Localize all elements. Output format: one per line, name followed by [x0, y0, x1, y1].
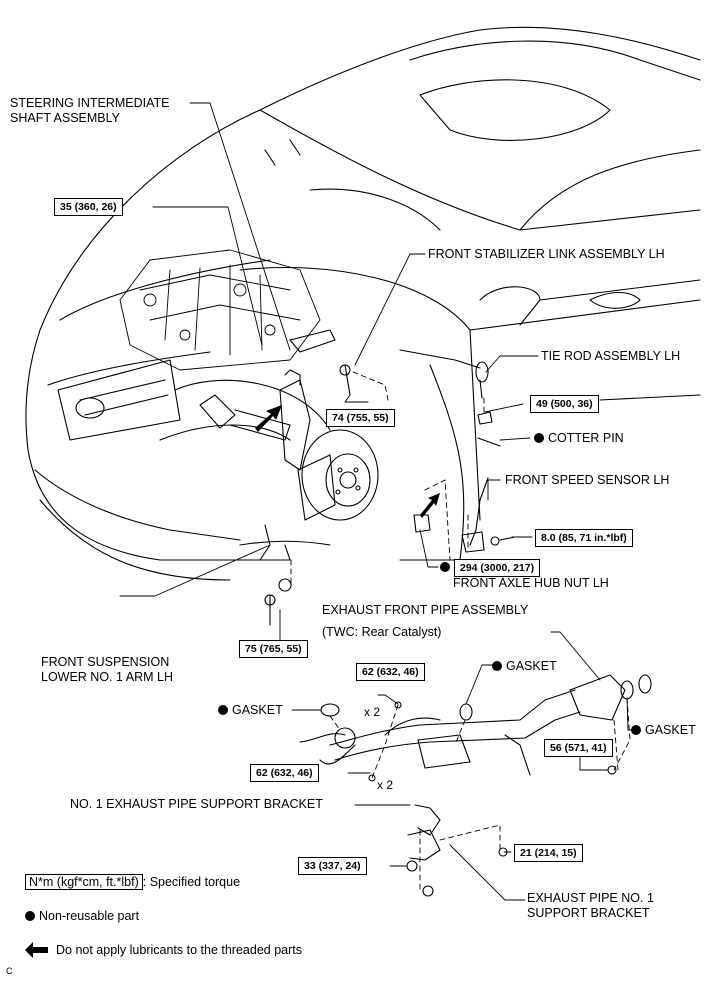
lower-arm-bracket: [259, 524, 292, 626]
legend-torque-desc: : Specified torque: [142, 875, 241, 889]
label-support-bracket-2-line1: EXHAUST PIPE NO. 1: [527, 891, 654, 905]
label-gasket-right: GASKET: [631, 723, 696, 738]
axle-hub-nut-dot: [440, 560, 454, 575]
label-stabilizer-link: FRONT STABILIZER LINK ASSEMBLY LH: [428, 247, 665, 261]
label-gasket-top-text: GASKET: [506, 659, 557, 673]
torque-294: 294 (3000, 217): [454, 559, 541, 577]
non-reusable-dot-icon: [440, 562, 450, 572]
label-gasket-left: GASKET: [218, 703, 283, 718]
label-lower-arm: FRONT SUSPENSION LOWER NO. 1 ARM LH: [41, 655, 173, 685]
label-gasket-left-text: GASKET: [232, 703, 283, 717]
label-support-bracket-2: EXHAUST PIPE NO. 1 SUPPORT BRACKET: [527, 891, 654, 921]
non-reusable-dot-icon: [631, 725, 641, 735]
non-reusable-dot-icon: [218, 705, 228, 715]
label-cotter-pin-text: COTTER PIN: [548, 431, 624, 445]
exhaust-pipe-assembly: [299, 674, 652, 782]
legend-no-lubricant: Do not apply lubricants to the threaded …: [56, 943, 302, 957]
axle-and-brake: [199, 329, 379, 521]
links-and-rods: [339, 349, 501, 447]
label-steering-shaft: STEERING INTERMEDIATE SHAFT ASSEMBLY: [10, 96, 170, 126]
label-twc: (TWC: Rear Catalyst): [322, 625, 442, 639]
label-gasket-top: GASKET: [492, 659, 557, 674]
non-reusable-dot-icon: [534, 433, 544, 443]
torque-33: 33 (337, 24): [298, 857, 367, 875]
legend-torque: N*m (kgf*cm, ft.*lbf): Specified torque: [25, 874, 241, 890]
non-reusable-dot-icon: [25, 911, 35, 921]
speed-sensor: [413, 477, 516, 553]
label-cotter-pin: COTTER PIN: [534, 431, 624, 446]
car-body-outline: [25, 26, 701, 581]
corner-mark: C: [6, 966, 13, 976]
label-lower-arm-line1: FRONT SUSPENSION: [41, 655, 170, 669]
engine-block: [119, 249, 321, 371]
non-reusable-dot-icon: [492, 661, 502, 671]
legend-non-reusable: Non-reusable part: [25, 909, 139, 924]
torque-62-bottom: 62 (632, 46): [250, 764, 319, 782]
support-brackets: [406, 804, 508, 897]
torque-49: 49 (500, 36): [530, 395, 599, 413]
label-steering-shaft-line2: SHAFT ASSEMBLY: [10, 111, 120, 125]
torque-56: 56 (571, 41): [544, 739, 613, 757]
label-exhaust-front-pipe: EXHAUST FRONT PIPE ASSEMBLY: [322, 603, 529, 617]
leader-lines: [119, 102, 637, 901]
label-speed-sensor: FRONT SPEED SENSOR LH: [505, 473, 670, 487]
torque-75: 75 (765, 55): [239, 640, 308, 658]
torque-21: 21 (214, 15): [514, 844, 583, 862]
label-support-bracket-1: NO. 1 EXHAUST PIPE SUPPORT BRACKET: [70, 797, 323, 811]
label-tie-rod: TIE ROD ASSEMBLY LH: [541, 349, 681, 363]
torque-74: 74 (755, 55): [326, 409, 395, 427]
dashed-alignment-lines: [290, 371, 631, 891]
quantity-x2-bottom: x 2: [377, 778, 394, 792]
torque-62-top: 62 (632, 46): [356, 663, 425, 681]
label-steering-shaft-line1: STEERING INTERMEDIATE: [10, 96, 170, 110]
label-lower-arm-line2: LOWER NO. 1 ARM LH: [41, 670, 173, 684]
label-support-bracket-2-line2: SUPPORT BRACKET: [527, 906, 650, 920]
label-gasket-right-text: GASKET: [645, 723, 696, 737]
torque-35: 35 (360, 26): [54, 198, 123, 216]
quantity-x2-top: x 2: [364, 705, 381, 719]
label-axle-hub-nut: FRONT AXLE HUB NUT LH: [453, 576, 609, 590]
legend-non-reusable-text: Non-reusable part: [39, 909, 140, 923]
no-lubricant-arrows: [25, 405, 440, 958]
torque-8: 8.0 (85, 71 in.*lbf): [535, 529, 633, 547]
legend-torque-unit: N*m (kgf*cm, ft.*lbf): [25, 874, 143, 890]
